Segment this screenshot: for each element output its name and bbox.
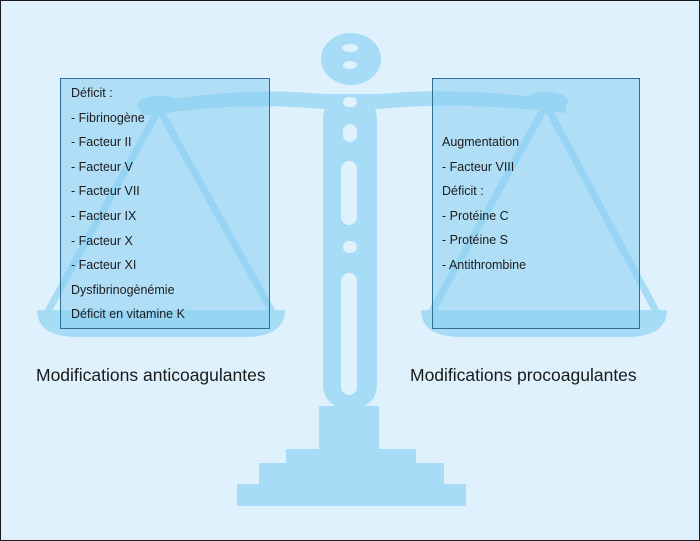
procoagulant-panel: Augmentation - Facteur VIII Déficit : - … <box>432 78 640 329</box>
list-item: - Antithrombine <box>442 257 527 272</box>
list-item: - Protéine S <box>442 233 509 248</box>
procoagulant-caption: Modifications procoagulantes <box>410 365 637 385</box>
list-item: Augmentation <box>442 135 520 149</box>
procoagulant-list: Augmentation - Facteur VIII Déficit : - … <box>442 130 526 278</box>
anticoagulant-list: Déficit : - Fibrinogène - Facteur II - F… <box>71 81 185 327</box>
list-item: Dysfibrinogènémie <box>71 282 175 297</box>
list-item: - Facteur V <box>71 159 133 174</box>
list-item: - Facteur II <box>71 135 132 150</box>
list-item: - Protéine C <box>442 208 509 223</box>
anticoagulant-caption: Modifications anticoagulantes <box>36 365 266 385</box>
list-item: Déficit : <box>442 184 484 199</box>
list-item: Déficit : <box>71 86 113 100</box>
list-item: Déficit en vitamine K <box>71 307 185 322</box>
anticoagulant-panel: Déficit : - Fibrinogène - Facteur II - F… <box>60 78 270 329</box>
list-item: - Facteur VII <box>71 184 140 199</box>
list-item: - Facteur XI <box>71 258 137 273</box>
list-item: - Facteur VIII <box>442 159 515 174</box>
list-item: - Facteur IX <box>71 208 137 223</box>
list-item: - Fibrinogène <box>71 110 145 125</box>
list-item: - Facteur X <box>71 233 133 248</box>
